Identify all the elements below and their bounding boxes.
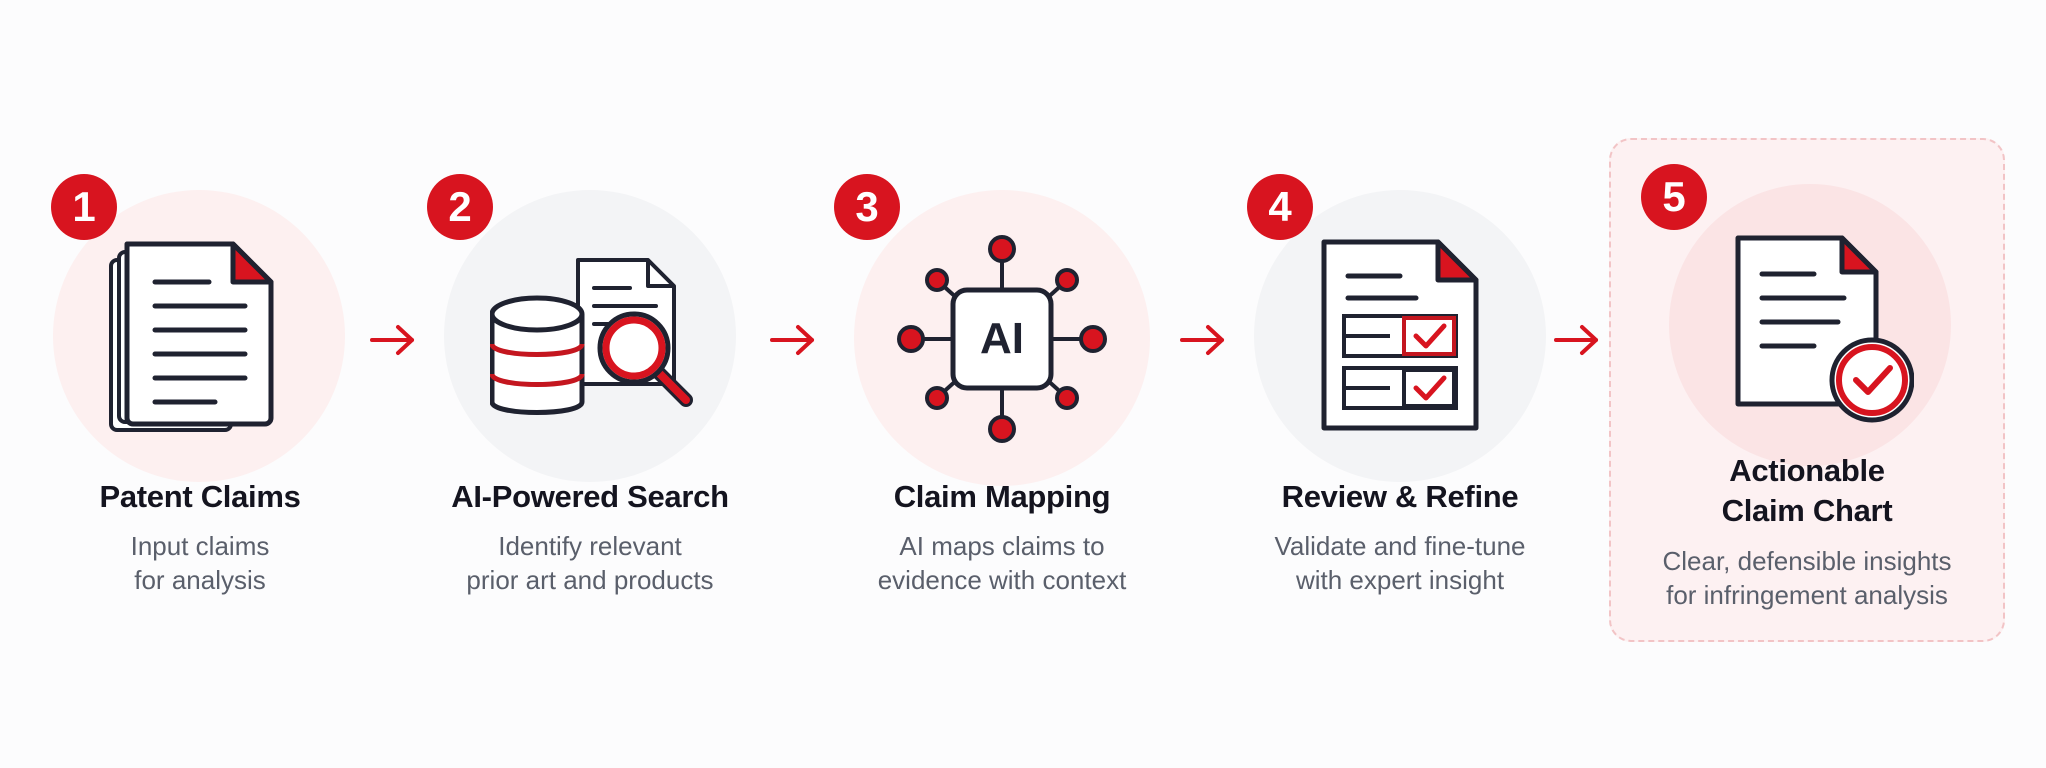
step-3: 3 AI Claim Mapping <box>802 0 1202 768</box>
step-5-desc-line-1: Clear, defensible insights <box>1662 546 1952 576</box>
step-2-desc-line-1: Identify relevant <box>498 531 682 561</box>
approved-document-icon <box>1735 235 1914 423</box>
step-5-title-line-2: Claim Chart <box>1721 493 1893 528</box>
step-4-desc-line-1: Validate and fine-tune <box>1274 531 1526 561</box>
step-1-desc-line-2: for analysis <box>134 565 266 595</box>
arrow-right-icon <box>770 325 814 355</box>
step-2-desc-line-2: prior art and products <box>466 565 714 595</box>
step-1-title-line: Patent Claims <box>99 479 301 514</box>
step-1-badge: 1 <box>51 174 117 240</box>
ai-network-icon: AI <box>897 235 1107 443</box>
step-4-title: Review & Refine <box>1200 477 1600 517</box>
arrow-right-icon <box>1554 325 1598 355</box>
step-4-badge: 4 <box>1247 174 1313 240</box>
step-2: 2 AI-Powered Search Identify relevant pr… <box>390 0 790 768</box>
step-3-title-line: Claim Mapping <box>893 479 1111 514</box>
step-4-desc-line-2: with expert insight <box>1295 565 1505 595</box>
step-2-description: Identify relevant prior art and products <box>390 529 790 597</box>
step-1-description: Input claims for analysis <box>0 529 400 597</box>
step-4: 4 Review & Refine Validate and fine-tune… <box>1200 0 1600 768</box>
step-3-desc-line-1: AI maps claims to <box>899 531 1105 561</box>
step-1-desc-line-1: Input claims <box>130 531 270 561</box>
step-2-badge: 2 <box>427 174 493 240</box>
step-3-title: Claim Mapping <box>802 477 1202 517</box>
database-search-icon <box>490 258 693 415</box>
step-5-title-line-1: Actionable <box>1729 453 1885 488</box>
step-3-description: AI maps claims to evidence with context <box>802 529 1202 597</box>
step-1: 1 Patent Claims Input claims for analysi… <box>0 0 400 768</box>
step-4-description: Validate and fine-tune with expert insig… <box>1200 529 1600 597</box>
step-1-title: Patent Claims <box>0 477 400 517</box>
arrow-right-icon <box>1180 325 1224 355</box>
document-stack-icon <box>109 241 274 432</box>
step-5-description: Clear, defensible insights for infringem… <box>1607 544 2007 612</box>
step-2-title: AI-Powered Search <box>390 477 790 517</box>
ai-chip-label: AI <box>980 314 1024 363</box>
step-5: 5 Actionable Claim Chart Clear, defensib… <box>1607 0 2007 768</box>
checklist-document-icon <box>1321 239 1479 431</box>
step-3-desc-line-2: evidence with context <box>877 565 1127 595</box>
arrow-right-icon <box>370 325 414 355</box>
step-5-badge: 5 <box>1641 164 1707 230</box>
step-3-badge: 3 <box>834 174 900 240</box>
step-5-title: Actionable Claim Chart <box>1607 451 2007 531</box>
step-2-title-line: AI-Powered Search <box>451 479 729 514</box>
step-4-title-line: Review & Refine <box>1281 479 1519 514</box>
step-5-desc-line-2: for infringement analysis <box>1666 580 1948 610</box>
